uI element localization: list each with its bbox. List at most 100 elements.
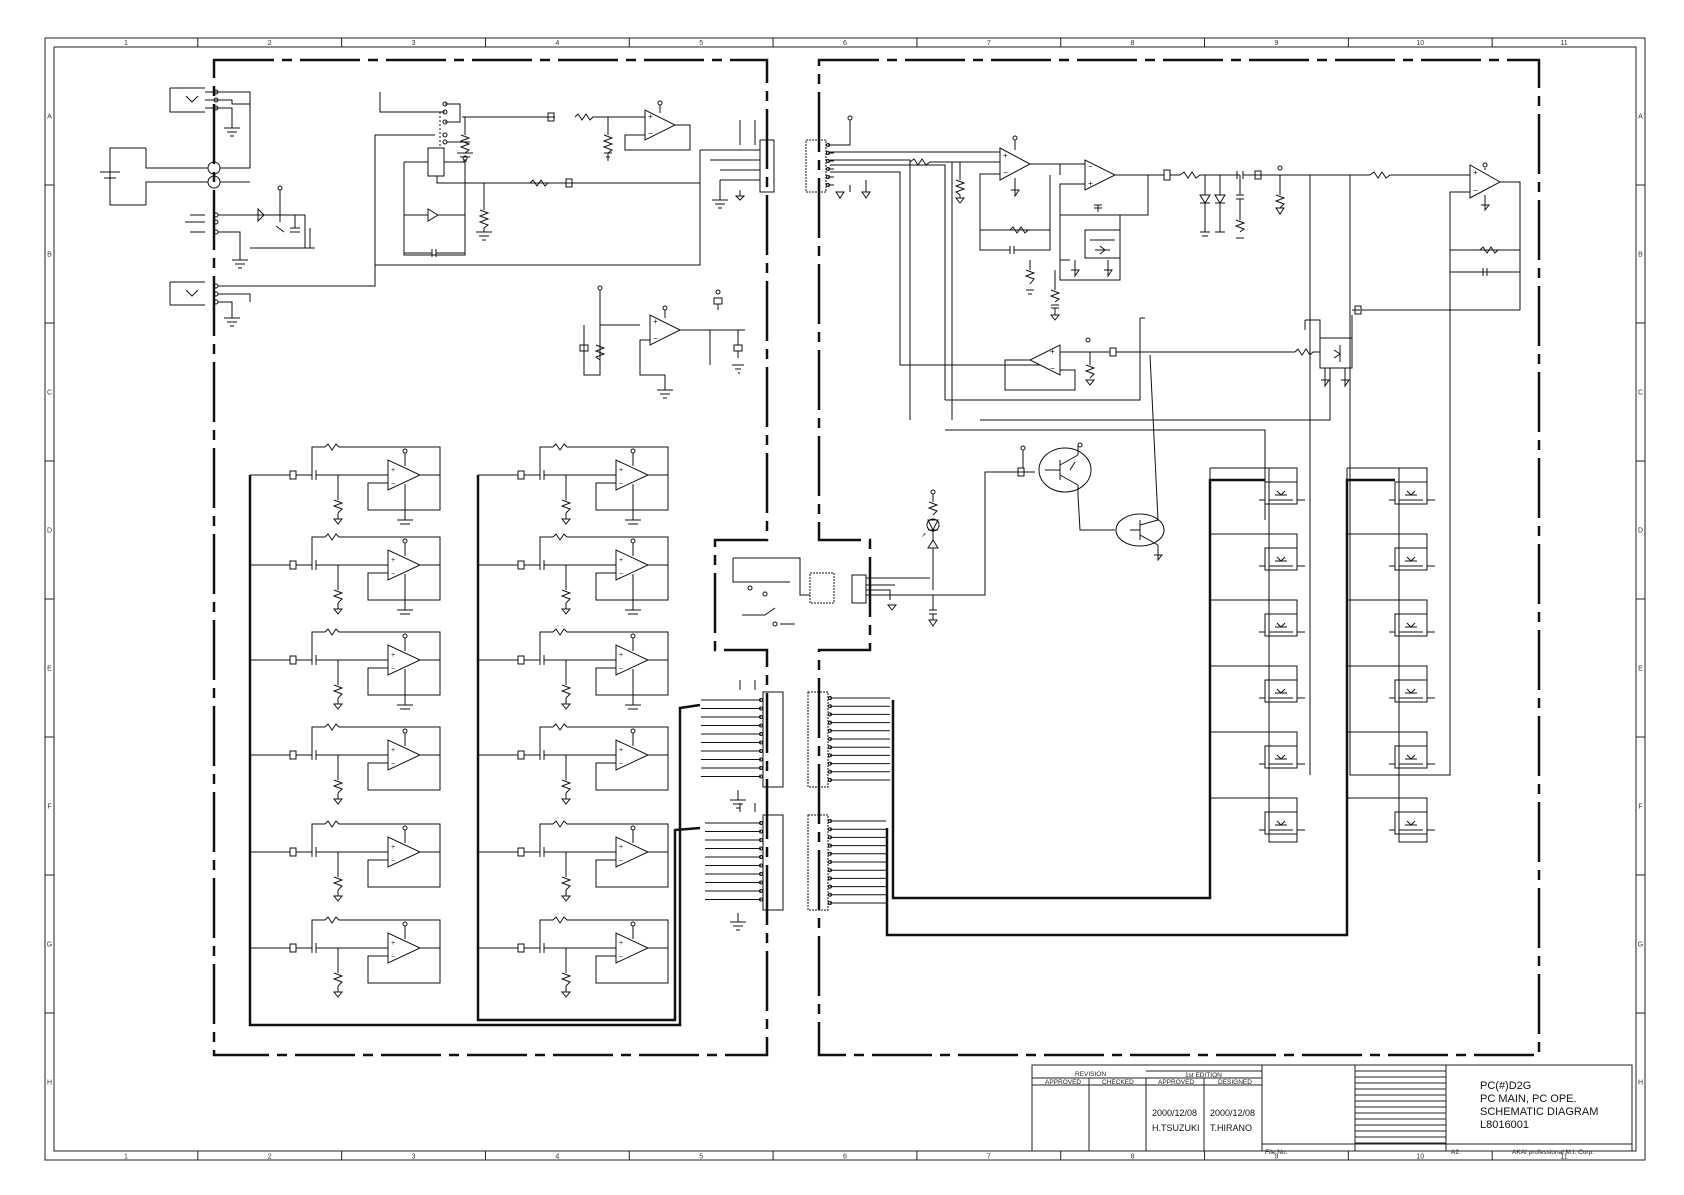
svg-text:+: + <box>619 747 623 754</box>
switch-interface-block <box>732 557 930 627</box>
filter-stage: +− <box>250 723 441 805</box>
led-cell <box>1346 665 1435 703</box>
regulator-opamp-block: +− <box>579 285 745 399</box>
column-label: 5 <box>699 1154 703 1161</box>
svg-text:+: + <box>653 317 658 326</box>
led-cell <box>1346 467 1435 505</box>
svg-text:−: − <box>391 571 395 578</box>
filter-stage: +− <box>478 723 669 805</box>
svg-text:−: − <box>1050 364 1055 373</box>
led-cell <box>1346 731 1435 769</box>
designed-label: DESIGNED <box>1218 1079 1252 1086</box>
led-cell <box>1346 533 1435 571</box>
column-label: 9 <box>1275 40 1279 47</box>
column-label: 4 <box>555 40 559 47</box>
revision-label: REVISION <box>1075 1071 1106 1078</box>
board-outline-pc-main <box>212 58 769 1057</box>
column-label: 6 <box>843 40 847 47</box>
svg-text:+: + <box>391 747 395 754</box>
sheet-frame <box>44 37 1646 1161</box>
row-label: D <box>1638 528 1643 535</box>
filter-stage: +− <box>250 443 441 525</box>
file-no-label: File No. <box>1265 1149 1288 1156</box>
svg-text:+: + <box>391 557 395 564</box>
column-label: 4 <box>555 1154 559 1161</box>
row-label: B <box>47 252 52 259</box>
designed-by: T.HIRANO <box>1210 1123 1252 1133</box>
svg-text:+: + <box>391 467 395 474</box>
svg-text:−: − <box>653 334 658 343</box>
row-label: C <box>47 390 52 397</box>
row-label: G <box>1638 942 1643 949</box>
svg-text:+: + <box>619 557 623 564</box>
svg-text:+: + <box>619 652 623 659</box>
svg-text:−: − <box>1003 168 1008 177</box>
row-label: C <box>1638 390 1643 397</box>
designed-date: 2000/12/08 <box>1210 1108 1255 1118</box>
svg-text:−: − <box>391 761 395 768</box>
column-label: 3 <box>412 40 416 47</box>
column-label: 7 <box>987 40 991 47</box>
svg-text:−: − <box>619 571 623 578</box>
level-detector: +− <box>945 305 1520 520</box>
svg-text:−: − <box>619 858 623 865</box>
svg-text:−: − <box>648 129 653 138</box>
row-label: F <box>47 804 51 811</box>
edition-label: 1st EDITION <box>1185 1072 1222 1079</box>
row-label: E <box>1638 666 1643 673</box>
row-label: A <box>47 114 52 121</box>
led-meter-matrix <box>1209 467 1435 843</box>
connector-cn-ope-bottom <box>807 478 1395 937</box>
led-cell <box>1209 665 1305 703</box>
svg-text:−: − <box>619 481 623 488</box>
filter-stage: +− <box>478 443 669 525</box>
connector-cn-main-top <box>699 120 775 209</box>
approved-date: 2000/12/08 <box>1152 1108 1197 1118</box>
input-jack-section <box>100 87 435 327</box>
svg-text:+: + <box>1050 347 1055 356</box>
svg-text:−: − <box>1473 186 1478 195</box>
connector-cn-ope-top <box>805 115 1040 420</box>
column-label: 2 <box>268 1154 272 1161</box>
led-cell <box>1209 797 1305 835</box>
output-filter-section: +− <box>1158 162 1521 776</box>
filter-stage: +− <box>478 916 669 998</box>
column-label: 9 <box>1275 1154 1279 1161</box>
board-subtitle: PC MAIN, PC OPE. <box>1480 1093 1577 1105</box>
filter-stage: +− <box>478 533 669 615</box>
svg-text:+: + <box>619 467 623 474</box>
column-label: 8 <box>1131 40 1135 47</box>
svg-text:+: + <box>648 112 653 121</box>
svg-text:−: − <box>391 481 395 488</box>
relay-switch-block <box>374 92 701 266</box>
title-block: REVISION 1st EDITION APPROVED CHECKED AP… <box>1031 1064 1633 1156</box>
column-label: 5 <box>699 40 703 47</box>
company-name: AKAI professional M.I. Corp. <box>1512 1149 1594 1156</box>
filter-stage: +− <box>250 533 441 615</box>
connector-cn-main-mid <box>701 680 784 931</box>
svg-text:−: − <box>391 954 395 961</box>
column-label: 10 <box>1416 40 1424 47</box>
filter-stage: +− <box>250 820 441 902</box>
filter-opamp-bank: +−+−+−+−+−+−+−+−+−+−+−+− <box>250 443 669 998</box>
paper-size: A2 <box>1451 1149 1459 1156</box>
row-label: H <box>47 1080 52 1087</box>
row-label: E <box>47 666 52 673</box>
checked-label: CHECKED <box>1102 1079 1134 1086</box>
transistor-driver: ↗ <box>870 354 1165 627</box>
svg-text:+: + <box>1473 168 1478 177</box>
svg-text:+: + <box>1088 179 1093 188</box>
svg-text:+: + <box>619 844 623 851</box>
column-label: 11 <box>1560 1154 1567 1161</box>
column-label: 2 <box>268 40 272 47</box>
column-label: 1 <box>124 40 128 47</box>
document-type: SCHEMATIC DIAGRAM <box>1480 1106 1598 1118</box>
svg-text:−: − <box>619 666 623 673</box>
led-cell <box>1209 533 1305 571</box>
svg-text:−: − <box>619 954 623 961</box>
led-cell <box>1346 797 1435 835</box>
row-label: G <box>47 942 52 949</box>
row-label: H <box>1638 1080 1643 1087</box>
